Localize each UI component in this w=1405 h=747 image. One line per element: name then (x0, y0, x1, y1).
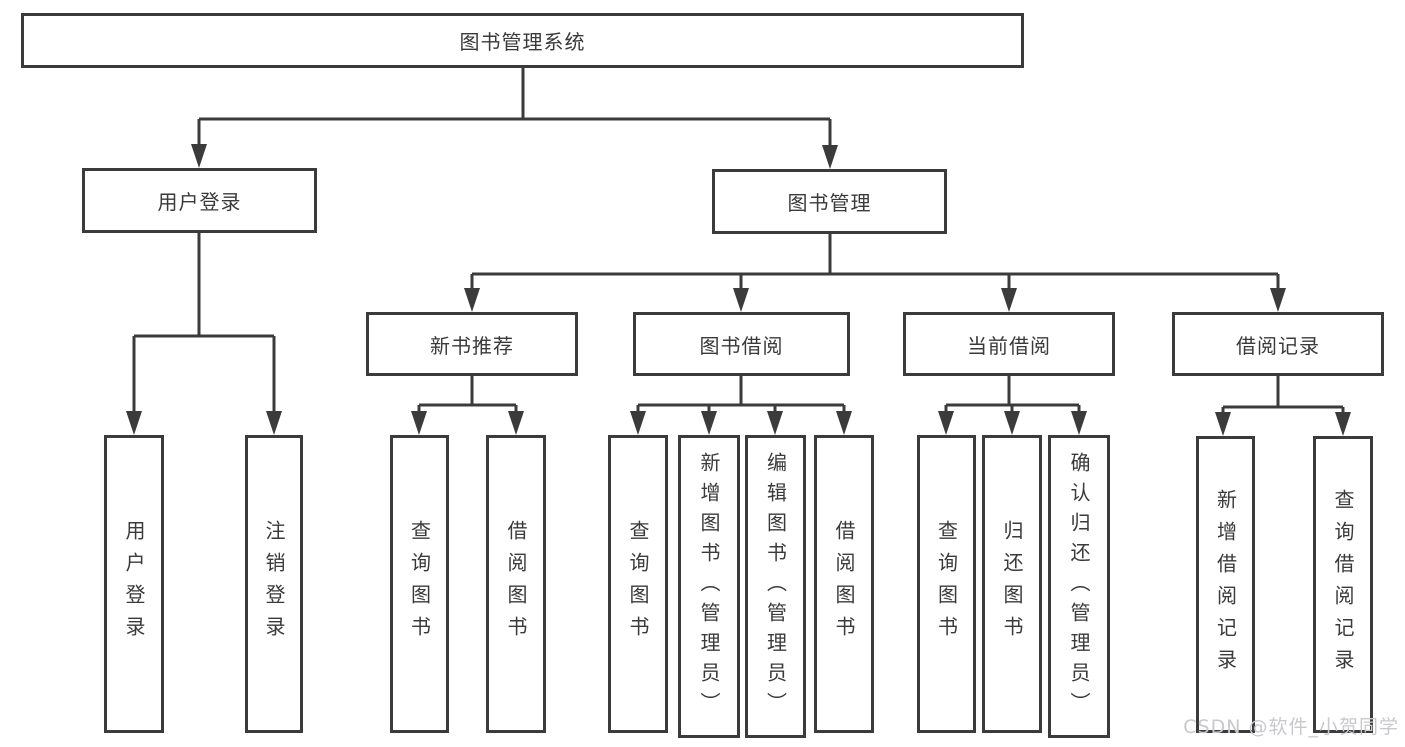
node-current-borrowing-label: 当前借阅 (967, 333, 1051, 358)
leaf-add-borrow-record-label: 新增借阅记录 (1213, 488, 1238, 681)
csdn-watermark: CSDN @软件_小贺同学 (1183, 716, 1399, 738)
leaf-edit-books-admin-label: 编辑图书（管理员） (763, 451, 788, 722)
leaf-user-login: 用户登录 (104, 435, 164, 733)
leaf-query-books-borrowing-label: 查询图书 (626, 520, 650, 648)
leaf-borrow-books-borrowing: 借阅图书 (814, 435, 874, 733)
node-borrowing-records-label: 借阅记录 (1236, 333, 1320, 358)
node-borrowing-records: 借阅记录 (1172, 312, 1384, 376)
leaf-query-books-recommend: 查询图书 (390, 435, 449, 733)
node-book-management: 图书管理 (712, 169, 947, 234)
leaf-borrow-books-borrowing-label: 借阅图书 (832, 520, 856, 648)
leaf-confirm-return-admin-label: 确认归还（管理员） (1067, 451, 1091, 722)
node-current-borrowing: 当前借阅 (903, 312, 1115, 376)
node-book-borrowing: 图书借阅 (633, 312, 850, 376)
leaf-query-borrow-record-label: 查询借阅记录 (1331, 488, 1355, 681)
leaf-query-books-current: 查询图书 (917, 435, 976, 733)
leaf-query-books-borrowing: 查询图书 (608, 435, 668, 733)
leaf-query-books-current-label: 查询图书 (934, 520, 959, 648)
leaf-borrow-books-recommend-label: 借阅图书 (504, 520, 528, 648)
node-new-book-recommendation: 新书推荐 (366, 312, 578, 376)
leaf-confirm-return-admin: 确认归还（管理员） (1048, 435, 1110, 738)
node-user-login: 用户登录 (82, 168, 317, 233)
node-new-book-recommendation-label: 新书推荐 (430, 333, 514, 358)
leaf-logout-label: 注销登录 (262, 520, 286, 648)
leaf-add-books-admin-label: 新增图书（管理员） (697, 451, 721, 722)
leaf-logout: 注销登录 (245, 435, 303, 733)
node-user-login-label: 用户登录 (157, 190, 242, 214)
node-library-system: 图书管理系统 (21, 13, 1024, 68)
leaf-edit-books-admin: 编辑图书（管理员） (745, 435, 806, 738)
leaf-query-borrow-record: 查询借阅记录 (1313, 436, 1373, 733)
node-book-borrowing-label: 图书借阅 (699, 333, 784, 358)
leaf-return-books: 归还图书 (982, 435, 1042, 733)
leaf-user-login-label: 用户登录 (122, 520, 146, 648)
leaf-return-books-label: 归还图书 (1000, 520, 1024, 648)
leaf-add-books-admin: 新增图书（管理员） (678, 435, 740, 738)
node-book-management-label: 图书管理 (787, 191, 872, 215)
node-library-system-label: 图书管理系统 (459, 30, 586, 54)
leaf-query-books-recommend-label: 查询图书 (407, 520, 432, 648)
leaf-add-borrow-record: 新增借阅记录 (1196, 436, 1255, 733)
leaf-borrow-books-recommend: 借阅图书 (486, 435, 546, 733)
